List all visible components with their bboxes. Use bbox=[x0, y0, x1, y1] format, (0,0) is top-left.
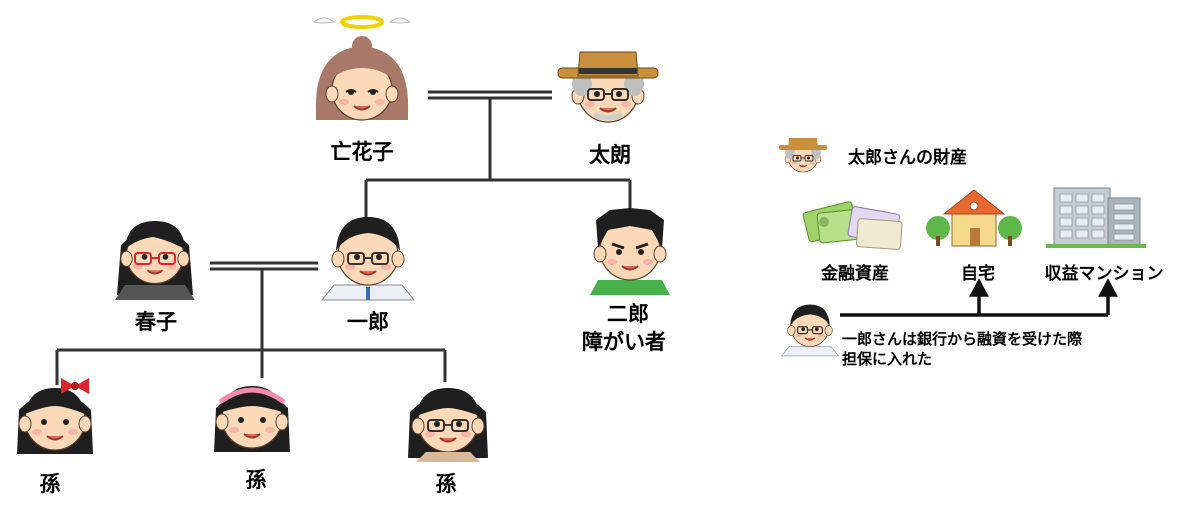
label-grandchild-1: 孫 bbox=[39, 472, 61, 496]
headband-icon bbox=[218, 387, 286, 405]
father-figure bbox=[557, 51, 659, 123]
taro-small-icon bbox=[779, 138, 827, 173]
halo-icon bbox=[312, 15, 412, 29]
assets-panel-title: 太郎さんの財産 bbox=[848, 148, 967, 168]
collateral-note-line-2: 担保に入れた bbox=[842, 350, 933, 368]
ichiro-figure bbox=[320, 217, 416, 301]
money-icon bbox=[802, 201, 903, 250]
label-haruko: 春子 bbox=[135, 310, 177, 334]
label-ichiro: 一郎 bbox=[347, 310, 389, 334]
apartment-building-icon bbox=[1046, 187, 1146, 248]
label-grandchild-3: 孫 bbox=[435, 472, 457, 496]
collateral-note-line-1: 一郎さんは銀行から融資を受けた際 bbox=[842, 330, 1083, 348]
deceased-mother-figure bbox=[312, 15, 412, 121]
grandchild-1-figure bbox=[17, 378, 93, 454]
asset-label-home: 自宅 bbox=[961, 264, 995, 284]
label-father: 太朗 bbox=[589, 143, 631, 167]
bow-icon bbox=[61, 378, 89, 394]
label-deceased-mother: 亡花子 bbox=[330, 140, 394, 164]
grandchild-2-figure bbox=[214, 386, 290, 452]
haruko-figure bbox=[115, 221, 195, 300]
asset-label-financial: 金融資産 bbox=[821, 264, 889, 284]
label-jiro: 二郎 bbox=[607, 302, 649, 326]
ichiro-small-icon bbox=[780, 304, 840, 357]
jiro-figure bbox=[590, 208, 670, 295]
collateral-arrows bbox=[840, 278, 1118, 317]
grandchild-3-figure bbox=[408, 388, 488, 462]
family-connector-lines bbox=[55, 90, 632, 385]
asset-label-rental-apartment: 収益マンション bbox=[1044, 264, 1164, 284]
house-icon bbox=[926, 189, 1022, 247]
label-jiro-disability: 障がい者 bbox=[582, 330, 666, 354]
label-grandchild-2: 孫 bbox=[245, 468, 267, 492]
